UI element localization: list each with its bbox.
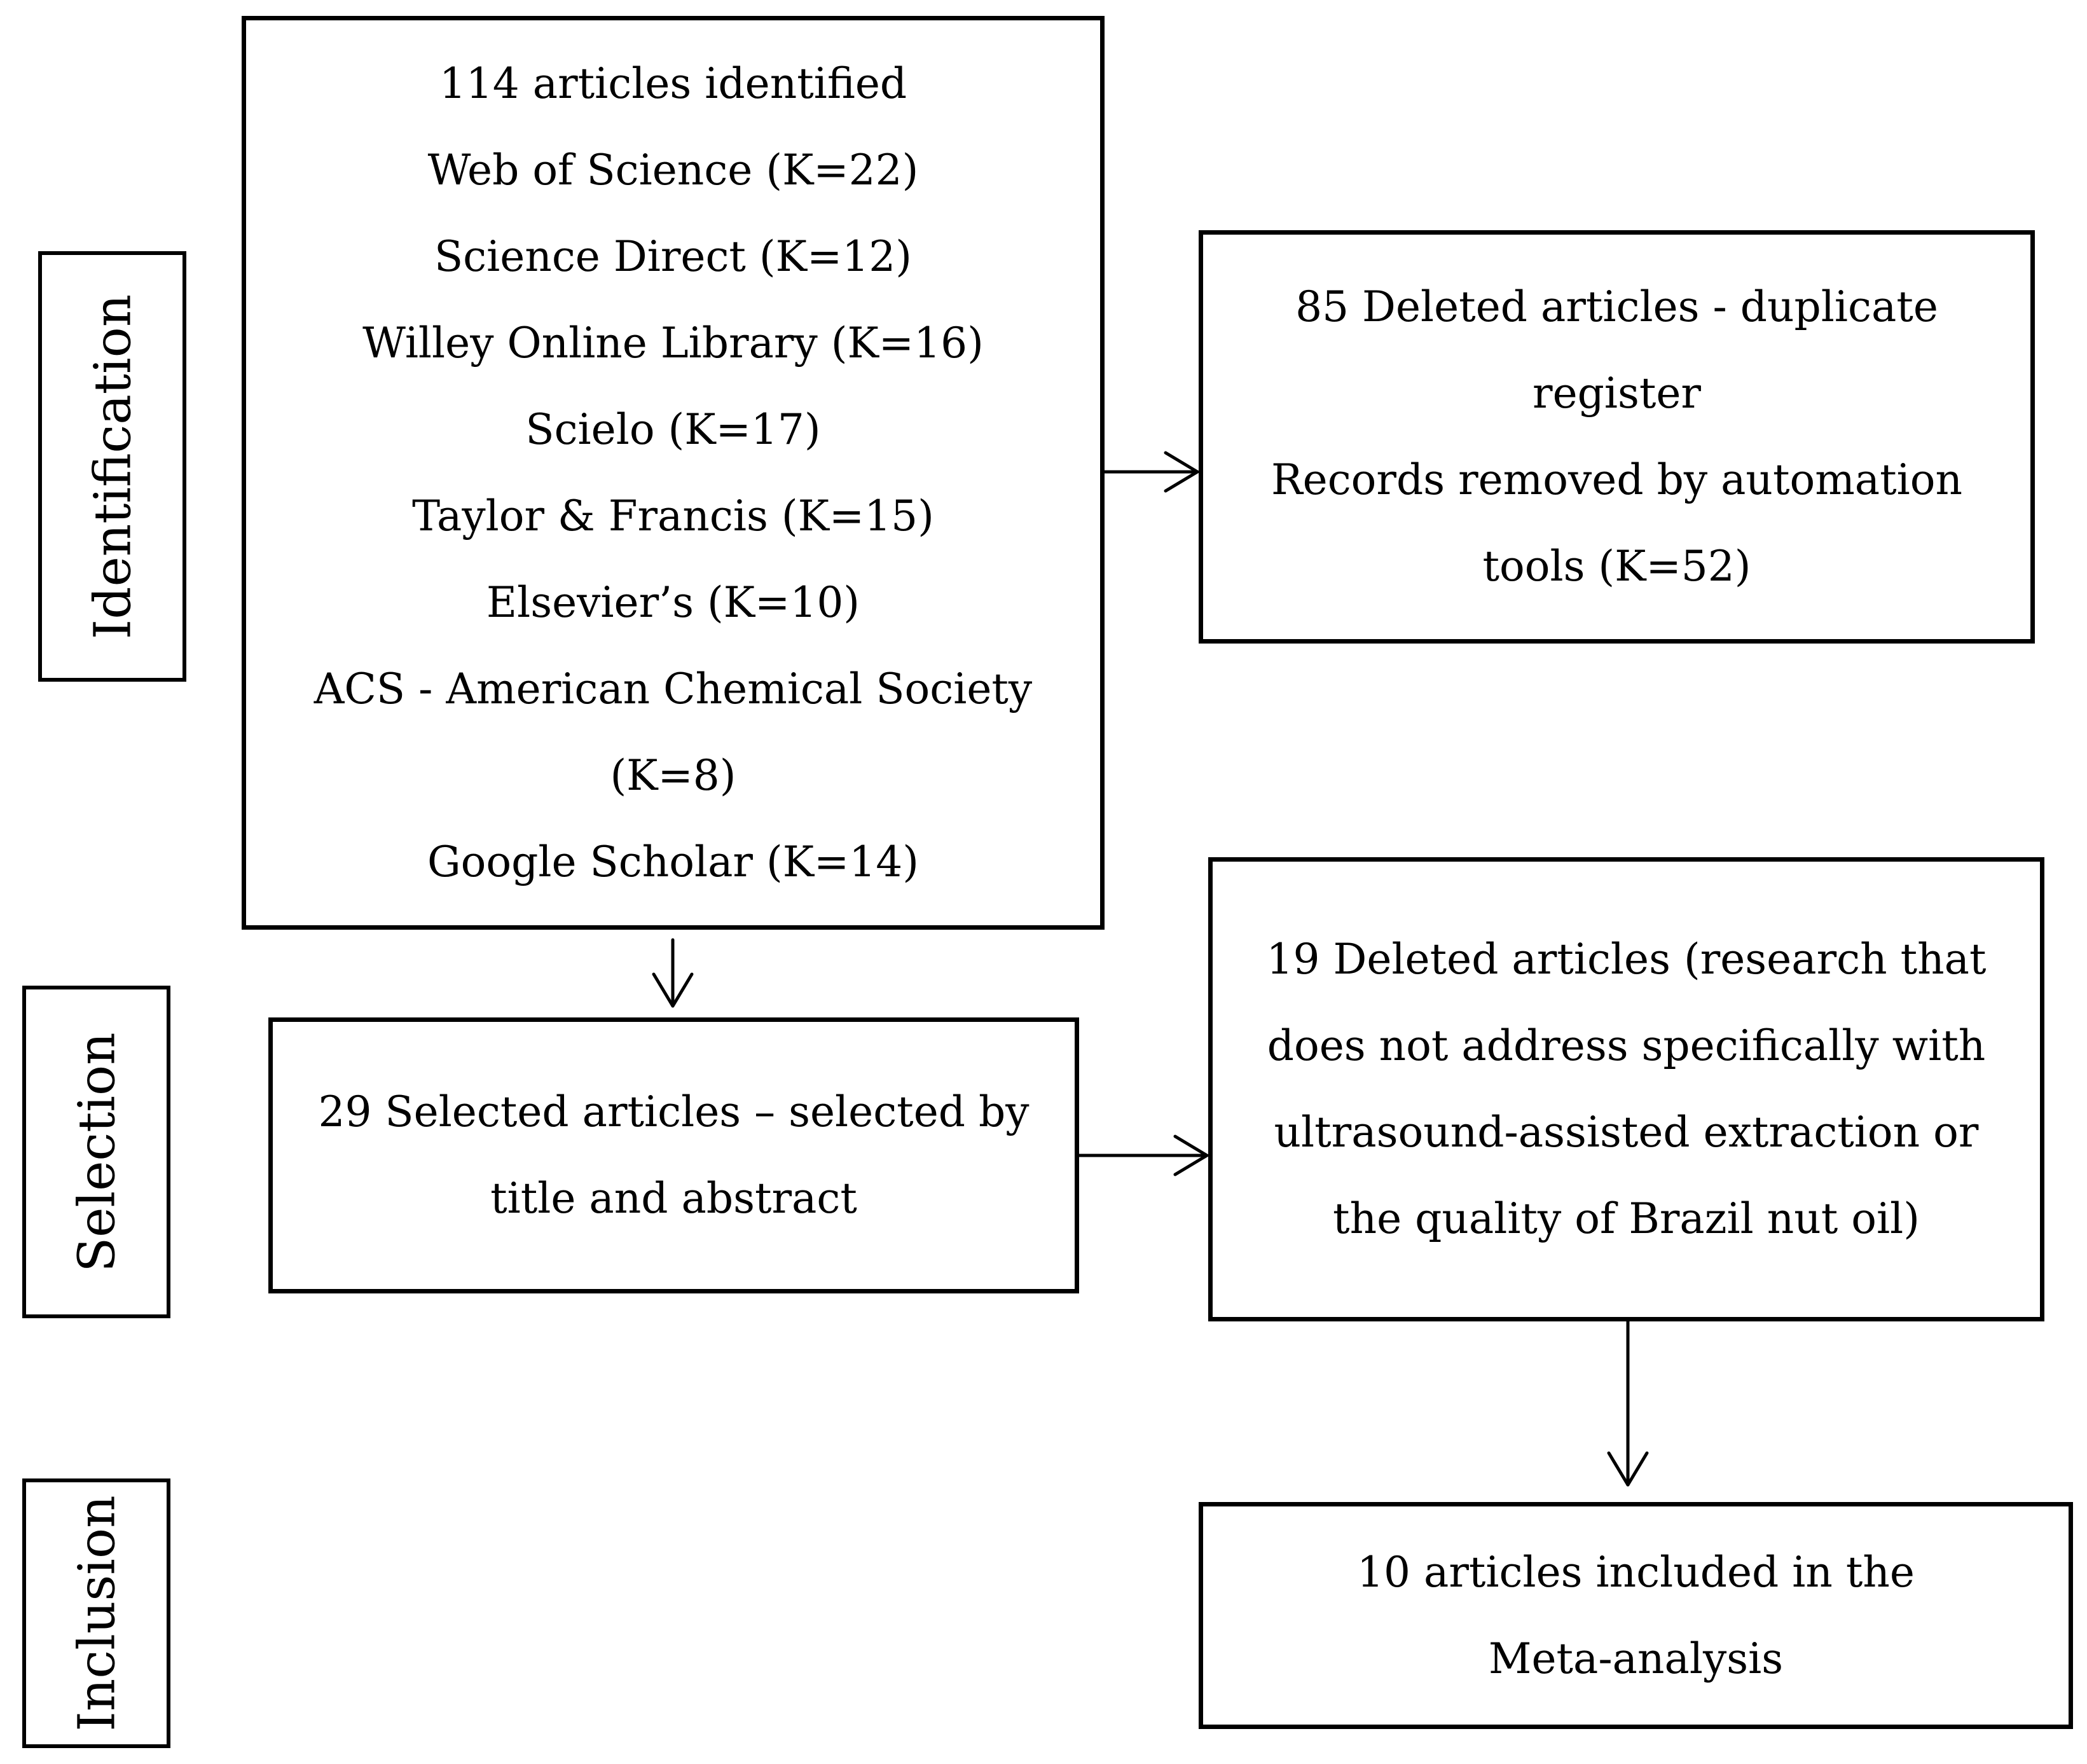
- arrow-to-selected: [652, 938, 694, 1008]
- source-acs-count: (K=8): [610, 750, 736, 800]
- stage-identification: Identification: [38, 251, 186, 682]
- source-google-scholar: Google Scholar (K=14): [427, 837, 920, 886]
- deleted-irrelevant-line-4: the quality of Brazil nut oil): [1333, 1194, 1920, 1243]
- identified-total: 114 articles identified: [439, 59, 907, 108]
- source-acs: ACS - American Chemical Society: [313, 664, 1033, 713]
- source-web-of-science: Web of Science (K=22): [427, 145, 919, 195]
- included-articles-box: 10 articles included in the Meta-analysi…: [1199, 1502, 2073, 1729]
- stage-inclusion: Inclusion: [22, 1478, 170, 1748]
- included-line-1: 10 articles included in the: [1357, 1547, 1915, 1597]
- source-scielo: Scielo (K=17): [525, 404, 821, 454]
- deleted-irrelevant-line-2: does not address specifically with: [1267, 1021, 1986, 1070]
- stage-selection: Selection: [22, 986, 170, 1318]
- deleted-duplicates-line-3: Records removed by automation: [1271, 455, 1963, 504]
- source-willey-online-library: Willey Online Library (K=16): [362, 318, 984, 368]
- deleted-duplicates-box: 85 Deleted articles - duplicate register…: [1199, 230, 2035, 644]
- deleted-irrelevant-line-3: ultrasound-assisted extraction or: [1274, 1108, 1979, 1157]
- selected-line-2: title and abstract: [490, 1174, 857, 1223]
- deleted-irrelevant-line-1: 19 Deleted articles (research that: [1266, 935, 1987, 984]
- source-taylor-francis: Taylor & Francis (K=15): [412, 491, 934, 541]
- deleted-irrelevant-box: 19 Deleted articles (research that does …: [1208, 857, 2044, 1321]
- arrow-to-deleted-irrelevant: [1077, 1134, 1209, 1176]
- deleted-duplicates-line-1: 85 Deleted articles - duplicate: [1295, 282, 1938, 331]
- selected-line-1: 29 Selected articles – selected by: [318, 1087, 1030, 1136]
- source-science-direct: Science Direct (K=12): [434, 231, 913, 281]
- included-line-2: Meta-analysis: [1488, 1634, 1784, 1683]
- arrow-to-deleted-duplicates: [1103, 451, 1199, 493]
- deleted-duplicates-line-4: tools (K=52): [1482, 542, 1751, 591]
- deleted-duplicates-line-2: register: [1533, 369, 1701, 418]
- source-elsevier: Elsevier’s (K=10): [486, 577, 860, 627]
- identified-articles-box: 114 articles identified Web of Science (…: [242, 16, 1105, 930]
- arrow-to-included: [1607, 1320, 1649, 1487]
- selected-articles-box: 29 Selected articles – selected by title…: [268, 1017, 1079, 1293]
